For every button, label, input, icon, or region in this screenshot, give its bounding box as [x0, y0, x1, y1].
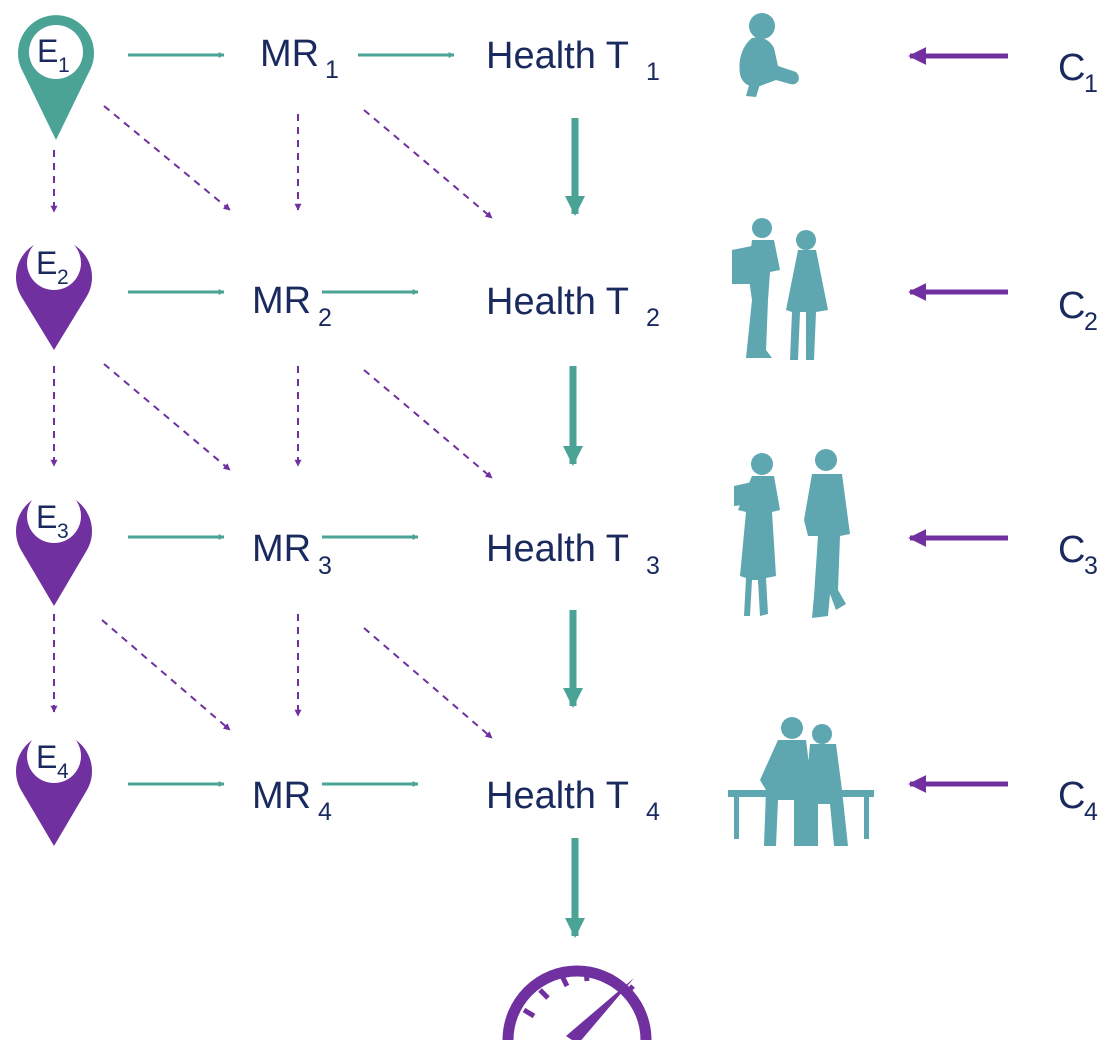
health-label: Health T — [486, 528, 629, 570]
confounder-label: C — [1058, 529, 1085, 571]
arrow-e1-mr2 — [103, 105, 231, 211]
exposure-label: E — [36, 245, 57, 281]
mediator-label: MR — [252, 775, 311, 817]
adolescents-silhouette-icon — [732, 218, 828, 360]
mediator-label: MR — [252, 280, 311, 322]
health-subscript: 4 — [646, 798, 660, 826]
confounder-label: C — [1058, 47, 1085, 89]
arrow-mr1-health2 — [363, 109, 493, 219]
mediator-to-health-arrows — [322, 52, 455, 787]
health-subscript: 1 — [646, 58, 660, 86]
elderly-couple-bench-icon — [728, 717, 874, 846]
child-silhouette-icon — [739, 13, 799, 97]
exposure-label: E — [37, 33, 58, 69]
row-1: E 1 MR 1 Health T 1 C 1 — [18, 13, 1098, 140]
confounder-label: C — [1058, 775, 1085, 817]
health-subscript: 2 — [646, 304, 660, 332]
row-3: E 3 MR 3 Health T 3 C 3 — [15, 449, 1098, 618]
exposure-to-mediator-arrows — [128, 52, 225, 787]
exposure-label: E — [36, 739, 57, 775]
confounder-label: C — [1058, 285, 1085, 327]
arrow-e2-mr3 — [103, 363, 231, 471]
exposure-subscript: 3 — [57, 520, 69, 543]
mediator-subscript: 1 — [325, 56, 339, 84]
health-label: Health T — [486, 35, 629, 77]
exposure-label: E — [36, 499, 57, 535]
dashed-influence-arrows — [50, 105, 493, 739]
row-4: E 4 MR 4 Health T 4 C 4 — [16, 717, 1098, 846]
exposure-pin-1: E 1 — [18, 15, 95, 140]
confounder-subscript: 1 — [1084, 70, 1098, 98]
arrow-mr2-health3 — [363, 369, 493, 479]
row-2: E 2 MR 2 Health T 2 C 2 — [15, 218, 1098, 360]
mediator-subscript: 3 — [318, 552, 332, 580]
adults-silhouette-icon — [734, 449, 850, 618]
mediator-subscript: 4 — [318, 798, 332, 826]
confounder-subscript: 3 — [1084, 552, 1098, 580]
exposure-subscript: 4 — [57, 760, 69, 783]
gauge-needle — [566, 978, 634, 1040]
exposure-subscript: 1 — [58, 54, 70, 77]
arrow-mr3-health4 — [363, 627, 493, 739]
confounder-arrows — [908, 47, 1008, 793]
exposure-pin-4: E 4 — [16, 729, 92, 846]
speedometer-gauge-icon — [502, 965, 652, 1040]
exposure-subscript: 2 — [57, 266, 69, 289]
confounder-subscript: 4 — [1084, 798, 1098, 826]
health-trajectory-arrows — [563, 118, 585, 938]
mediator-subscript: 2 — [318, 304, 332, 332]
health-label: Health T — [486, 775, 629, 817]
health-subscript: 3 — [646, 552, 660, 580]
confounder-subscript: 2 — [1084, 308, 1098, 336]
exposure-pin-3: E 3 — [15, 489, 92, 606]
mediator-label: MR — [260, 33, 319, 75]
mediator-label: MR — [252, 528, 311, 570]
exposure-pin-2: E 2 — [15, 236, 92, 350]
health-label: Health T — [486, 281, 629, 323]
arrow-e3-mr4 — [101, 619, 231, 731]
